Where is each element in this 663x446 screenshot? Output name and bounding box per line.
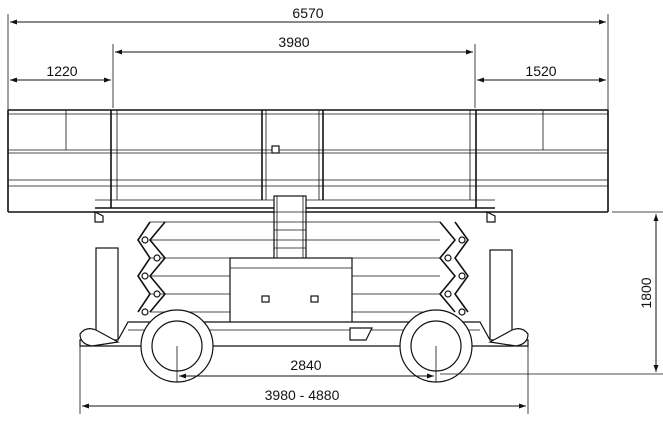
dim-overall-length: 3980 - 4880: [79, 346, 529, 414]
label-overall-width: 6570: [292, 5, 323, 21]
outrigger-left: [95, 247, 119, 345]
dim-platform-height: 1800: [440, 211, 663, 375]
dim-left-extension: 1220: [10, 63, 111, 83]
label-wheelbase: 2840: [290, 357, 321, 373]
dim-platform-width: 3980: [112, 34, 476, 108]
dim-right-extension: 1520: [477, 63, 606, 83]
label-left-extension: 1220: [46, 63, 77, 79]
label-platform-height: 1800: [638, 277, 654, 308]
platform-guardrail: [7, 109, 609, 223]
dim-overall-width: 6570: [7, 5, 609, 110]
label-right-extension: 1520: [525, 63, 556, 79]
label-platform-width: 3980: [278, 34, 309, 50]
label-overall-length: 3980 - 4880: [265, 387, 340, 403]
dim-wheelbase: 2840: [176, 346, 437, 382]
